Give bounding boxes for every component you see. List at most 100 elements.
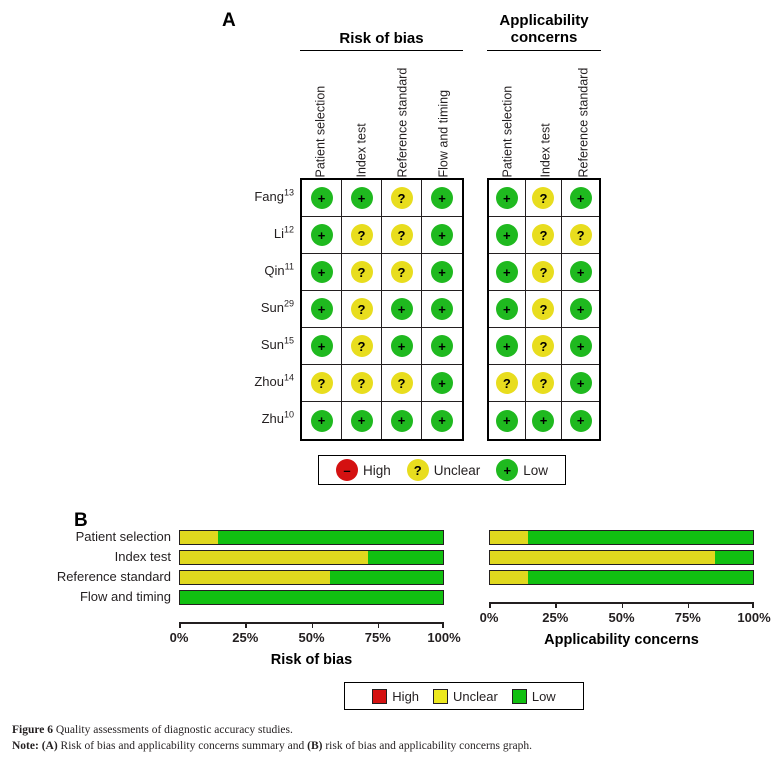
matrix-cell[interactable]: + [302,254,342,291]
matrix-cell[interactable]: ? [342,291,382,328]
matrix-cell[interactable]: + [302,217,342,254]
matrix-cell[interactable]: + [562,180,599,217]
legend-high-swatch [372,688,388,704]
judgement-unclear-icon: ? [390,372,413,394]
matrix-cell[interactable]: ? [342,365,382,402]
column-header-label: Patient selection [313,85,328,177]
panel-a-legend: –High?Unclear+Low [318,455,566,485]
matrix-cell[interactable]: ? [382,254,422,291]
x-axis-tick [179,622,181,628]
matrix-cell[interactable]: + [489,254,526,291]
column-header-slot: Index test [341,57,382,177]
judgement-unclear-icon: ? [569,224,592,246]
matrix-cell[interactable]: + [422,217,462,254]
judgement-unclear-icon: ? [532,261,555,283]
matrix-cell[interactable]: + [489,328,526,365]
legend-label: Low [531,688,556,704]
matrix-cell[interactable]: ? [525,217,563,254]
panel-a-summary: A Risk of bias Applicability concerns Pa… [222,10,601,485]
risk-of-bias-matrix: ++?++??++??++?+++?++???+++++ [300,178,464,441]
bar-category-label: Reference standard [56,569,171,584]
matrix-cell[interactable]: ? [525,254,563,291]
matrix-cell[interactable]: + [489,180,526,217]
study-label: Li12 [228,215,294,252]
matrix-cell[interactable]: + [562,328,599,365]
study-reference: 29 [283,298,294,309]
caption-title-text: Quality assessments of diagnostic accura… [55,724,293,736]
matrix-cell[interactable]: ? [342,217,382,254]
bar-row: Index test [0,548,444,568]
matrix-cell[interactable]: ? [342,328,382,365]
matrix-cell[interactable]: + [489,217,526,254]
judgement-unclear-icon: ? [532,224,555,246]
matrix-cell[interactable]: + [422,291,462,328]
matrix-cell[interactable]: + [422,180,462,217]
matrix-cell[interactable]: + [422,402,462,439]
matrix-cell[interactable]: + [562,365,599,402]
stacked-bar[interactable] [179,590,444,605]
column-header-slot: Patient selection [487,57,528,177]
bar-segment-unclear [180,531,218,544]
matrix-cell[interactable]: + [302,180,342,217]
matrix-cell[interactable]: ? [525,291,563,328]
matrix-cell[interactable]: ? [342,254,382,291]
legend-low-swatch [511,688,527,704]
stacked-bar[interactable] [489,550,754,565]
judgement-unclear-icon: ? [495,372,518,394]
matrix-cell[interactable]: ? [302,365,342,402]
matrix-cell[interactable]: ? [382,217,422,254]
study-reference: 11 [284,261,294,272]
matrix-cell[interactable]: + [302,402,342,439]
matrix-cell[interactable]: + [562,254,599,291]
matrix-cell[interactable]: + [489,402,526,439]
matrix-cell[interactable]: + [422,254,462,291]
matrix-cell[interactable]: + [382,291,422,328]
matrix-cell[interactable]: ? [382,180,422,217]
matrix-cell[interactable]: + [302,291,342,328]
study-name: Li [273,226,284,241]
matrix-cell[interactable]: ? [525,328,563,365]
judgement-low-icon: + [569,409,592,432]
matrix-cell[interactable]: ? [382,365,422,402]
matrix-cell[interactable]: + [562,291,599,328]
caption-note-a-ref: (A) [41,740,58,752]
matrix-cell[interactable]: + [342,402,382,439]
judgement-low-icon: + [495,335,518,357]
judgement-low-icon: + [431,224,453,246]
panel-a-letter: A [222,10,236,31]
study-reference: 10 [283,409,294,420]
x-axis-tick-label: 75% [364,630,391,645]
stacked-bar[interactable] [179,550,444,565]
matrix-cell[interactable]: + [422,365,462,402]
matrix-cell[interactable]: + [342,180,382,217]
matrix-cell[interactable]: + [422,328,462,365]
study-reference: 12 [283,224,294,235]
x-axis-tick-label: 0% [479,610,499,625]
stacked-bar[interactable] [489,530,754,545]
matrix-cell[interactable]: + [489,291,526,328]
matrix-cell[interactable]: + [526,402,563,439]
matrix-cell[interactable]: + [562,402,599,439]
x-axis-tick-label: 75% [674,610,701,625]
column-header-label: Reference standard [395,67,410,177]
x-axis-tick [687,602,690,608]
matrix-cell[interactable]: ? [525,180,563,217]
matrix-cell[interactable]: ? [489,365,526,402]
bar-segment-unclear [490,531,528,544]
matrix-cell[interactable]: ? [562,217,599,254]
study-label: Zhou14 [228,363,294,400]
judgement-unclear-icon: ? [532,335,555,357]
bar-segment-unclear [490,551,716,564]
matrix-cell[interactable]: ? [525,365,563,402]
applicability-matrix: +?++??+?++?++?+??++++ [487,178,601,441]
figure-caption: Figure 6 Quality assessments of diagnost… [12,722,772,754]
judgement-unclear-icon: ? [350,335,373,357]
matrix-cell[interactable]: + [382,402,422,439]
stacked-bar[interactable] [179,530,444,545]
matrix-cell[interactable]: + [382,328,422,365]
legend-item-unclear: Unclear [433,688,498,704]
matrix-cell[interactable]: + [302,328,342,365]
stacked-bar[interactable] [179,570,444,585]
bar-segment-unclear [180,571,331,584]
stacked-bar[interactable] [489,570,754,585]
